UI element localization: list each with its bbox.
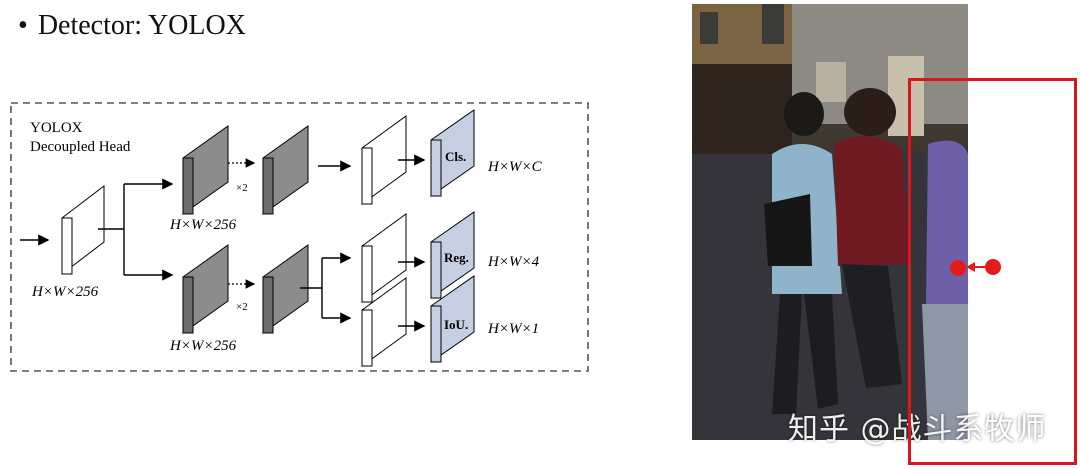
iou-output-label: H×W×1: [487, 321, 539, 337]
reg-box-label: Reg.: [444, 250, 469, 265]
input-label: H×W×256: [31, 284, 99, 300]
iou-feature-block: [361, 277, 407, 367]
diagram-frame: [10, 102, 589, 372]
lower-branch-label: H×W×256: [169, 338, 237, 354]
cls-feature-block: [361, 115, 407, 205]
slide-title: • Detector: YOLOX: [18, 10, 246, 42]
watermark: 知乎 @战斗系牧师: [788, 412, 1047, 447]
upper-conv-block-1: [182, 125, 229, 215]
upper-conv-block-2: [262, 125, 309, 215]
input-feature-block: [61, 184, 105, 276]
reg-head-block: [430, 211, 475, 299]
reg-output-label: H×W×4: [487, 254, 540, 270]
title-text: Detector: YOLOX: [37, 10, 246, 41]
upper-branch-label: H×W×256: [169, 217, 237, 233]
street-photo: [692, 4, 968, 440]
repeat-lower: ×2: [236, 301, 248, 313]
iou-head-block: [430, 275, 475, 363]
bullet: •: [18, 10, 28, 41]
block-title-line2: Decoupled Head: [30, 139, 131, 155]
cls-output-label: H×W×C: [487, 159, 543, 175]
cls-box-label: Cls.: [445, 149, 466, 164]
street-scene-illustration: [692, 4, 968, 440]
lower-conv-block-1: [182, 244, 229, 334]
iou-box-label: IoU.: [444, 317, 468, 332]
cls-head-block: [430, 109, 475, 197]
lower-conv-block-2: [262, 244, 309, 334]
bounding-box: [908, 78, 1077, 465]
repeat-upper: ×2: [236, 182, 248, 194]
decoupled-head-diagram: YOLOX Decoupled Head H×W×256 ×2 H×W×256 …: [10, 102, 589, 372]
block-title-line1: YOLOX: [30, 120, 83, 136]
reg-feature-block: [361, 213, 407, 303]
